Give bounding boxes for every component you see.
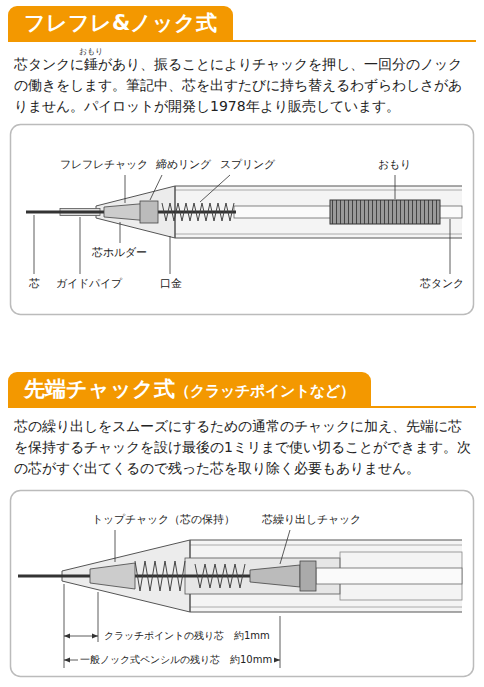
ruby-reading: おもり xyxy=(79,47,103,57)
description-text: 芯の繰り出しをスムーズにするための通常のチャックに加え、先端に芯を保持するチャッ… xyxy=(14,416,472,479)
part-name: トップチャック（芯の保持） xyxy=(92,513,235,527)
part-name: 芯 xyxy=(29,277,40,291)
figure-frame xyxy=(11,125,474,315)
header-rule xyxy=(8,40,476,42)
section-header: フレフレ&ノック式 xyxy=(8,6,233,40)
part-name: ガイドパイプ xyxy=(56,277,122,291)
part-name: スプリング xyxy=(220,158,275,172)
part-name: 芯繰り出しチャック xyxy=(262,513,361,527)
leader-lines xyxy=(115,530,290,564)
part-name: 口金 xyxy=(160,277,182,291)
dimension-lines xyxy=(64,584,280,668)
dimension-label: クラッチポイントの残り芯 約1mm xyxy=(102,629,272,642)
dimension-label: 一般ノック式ペンシルの残り芯 約10mm xyxy=(78,653,274,666)
part-name: 芯ホルダー xyxy=(92,246,147,260)
knock-pencil xyxy=(26,186,462,238)
part-name: フレフレチャック xyxy=(60,158,148,172)
part-name: 締めリング xyxy=(156,158,211,172)
header-subtitle: （クラッチポイントなど） xyxy=(175,378,355,404)
header-title: 先端チャック式 xyxy=(24,376,175,402)
figure-frame xyxy=(11,491,474,677)
leader-lines xyxy=(34,175,450,274)
part-name: 芯タンク xyxy=(420,277,464,291)
description-text: 芯タンクに錘があり、振ることによりチャックを押し、一回分のノックの働きをします。… xyxy=(14,54,472,117)
part-name: おもり xyxy=(378,158,411,172)
section-header: 先端チャック式（クラッチポイントなど） xyxy=(8,372,371,406)
clutch-pencil xyxy=(18,540,462,612)
header-title: フレフレ&ノック式 xyxy=(24,10,217,36)
header-rule xyxy=(8,406,476,408)
